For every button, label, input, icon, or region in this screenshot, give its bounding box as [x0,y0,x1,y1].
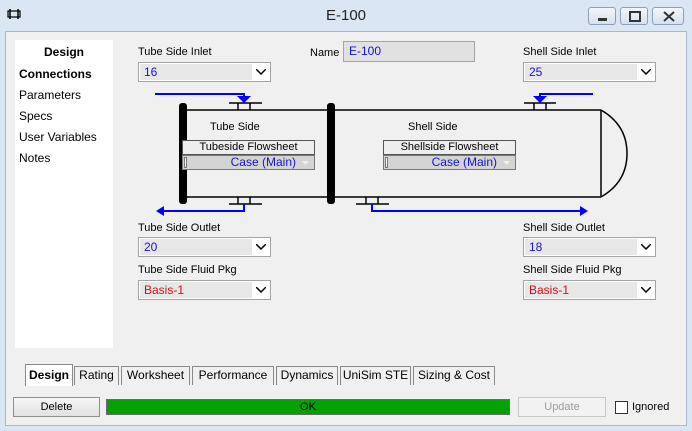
tube-inlet-stream-arrow [155,93,251,103]
nav-item-connections[interactable]: Connections [19,67,92,81]
property-view-client [5,31,687,426]
tube-outlet-stream-arrow [156,204,245,216]
chevron-down-icon[interactable] [637,238,655,256]
shell-side-fluid-pkg-select[interactable]: Basis-1 [523,280,656,300]
chevron-down-icon[interactable] [637,281,655,299]
chevron-down-icon[interactable] [252,238,270,256]
close-icon [663,11,675,22]
tube-outlet-nozzle [229,197,262,205]
shell-side-inlet-select[interactable]: 25 [523,62,656,82]
tab-rating[interactable]: Rating [74,366,119,385]
shellside-case-select[interactable]: Case (Main) [383,155,516,170]
shell-inlet-nozzle [524,102,556,110]
status-bar: OK [106,399,510,415]
nav-item-parameters[interactable]: Parameters [19,88,82,102]
tube-side-outlet-value: 20 [140,239,252,255]
minimize-icon [598,18,607,21]
name-label: Name [310,47,340,59]
shell-side-inlet-value: 25 [525,64,637,80]
shell-side-fluid-pkg-value: Basis-1 [525,282,637,298]
nav-item-user-variables[interactable]: User Variables [19,130,97,144]
title-bar[interactable]: E-100 [0,0,692,30]
shell-side-section-label: Shell Side [408,121,458,133]
design-page-list: Design Connections Parameters Specs User… [15,40,113,348]
tubeside-case-value: Case (Main) [230,155,296,169]
tab-unisim-ste[interactable]: UniSim STE [340,366,411,385]
tab-sizing-cost[interactable]: Sizing & Cost [413,366,495,385]
chevron-down-icon [302,161,309,165]
tab-performance[interactable]: Performance [192,366,274,385]
shell-side-outlet-select[interactable]: 18 [523,237,656,257]
shell-outlet-stream-arrow [371,204,588,216]
tubeside-case-caret [184,157,187,168]
tube-side-fluid-pkg-select[interactable]: Basis-1 [138,280,271,300]
ignored-checkbox[interactable] [615,401,628,414]
shellside-case-value: Case (Main) [431,155,497,169]
shell-side-outlet-label: Shell Side Outlet [523,222,605,234]
shellside-flowsheet-button[interactable]: Shellside Flowsheet [383,140,516,155]
shell-side-outlet-value: 18 [525,239,637,255]
chevron-down-icon[interactable] [637,63,655,81]
shell-outlet-nozzle [356,197,389,205]
name-field[interactable]: E-100 [343,41,475,62]
tube-side-outlet-label: Tube Side Outlet [138,222,221,234]
tube-sheet-right [327,103,335,204]
maximize-icon [629,11,641,22]
tube-side-inlet-select[interactable]: 16 [138,62,271,82]
tube-side-fluid-pkg-value: Basis-1 [140,282,252,298]
shell-side-fluid-pkg-label: Shell Side Fluid Pkg [523,264,622,276]
exchanger-shell-body [183,109,628,198]
nav-item-specs[interactable]: Specs [19,109,53,123]
window-title: E-100 [325,7,367,24]
update-button[interactable]: Update [518,397,606,417]
tab-design[interactable]: Design [25,364,73,386]
maximize-button[interactable] [620,7,648,25]
tube-side-section-label: Tube Side [210,121,260,133]
tubeside-flowsheet-button[interactable]: Tubeside Flowsheet [182,140,315,155]
heat-exchanger-app-icon [7,9,21,19]
tube-side-inlet-value: 16 [140,64,252,80]
ignored-label: Ignored [632,401,670,413]
chevron-down-icon [503,161,510,165]
tubeside-case-select[interactable]: Case (Main) [182,155,315,170]
minimize-button[interactable] [588,7,616,25]
nav-header: Design [43,45,84,59]
tube-side-fluid-pkg-label: Tube Side Fluid Pkg [138,264,237,276]
shellside-case-caret [385,157,388,168]
nav-item-notes[interactable]: Notes [19,151,51,165]
close-button[interactable] [652,7,684,25]
chevron-down-icon[interactable] [252,281,270,299]
tab-worksheet[interactable]: Worksheet [121,366,190,385]
delete-button[interactable]: Delete [13,397,100,417]
chevron-down-icon[interactable] [252,63,270,81]
shell-side-inlet-label: Shell Side Inlet [523,46,597,58]
tube-side-outlet-select[interactable]: 20 [138,237,271,257]
tube-inlet-nozzle [229,102,262,110]
tab-dynamics[interactable]: Dynamics [276,366,338,385]
shell-inlet-stream-arrow [533,93,593,103]
tube-side-inlet-label: Tube Side Inlet [138,46,212,58]
